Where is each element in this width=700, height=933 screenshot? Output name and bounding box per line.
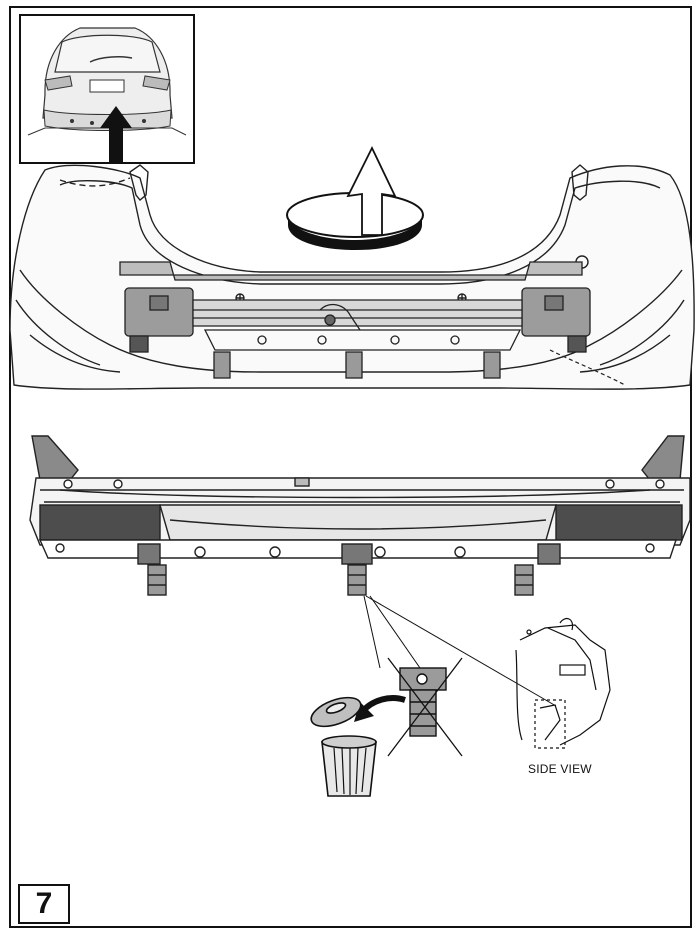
inset-car-rear-view bbox=[21, 16, 193, 163]
page-frame bbox=[9, 6, 692, 928]
removed-bracket-detail bbox=[387, 657, 463, 757]
inset-frame bbox=[19, 14, 195, 164]
detail-callout-lines bbox=[363, 595, 557, 707]
side-view-detail bbox=[515, 617, 611, 749]
step-number: 7 bbox=[18, 884, 70, 924]
wire-harness bbox=[549, 349, 626, 386]
rotate-arrow-icon bbox=[286, 145, 424, 250]
discard-arrow-icon bbox=[359, 695, 406, 715]
reinforcement-beam-on-cover bbox=[119, 261, 591, 379]
bumper-reinforcement-beam bbox=[29, 435, 691, 596]
cross-out-icon bbox=[387, 657, 463, 757]
trash-can-icon bbox=[310, 696, 377, 797]
pointer-arrow-icon bbox=[100, 106, 132, 163]
side-view-label: SIDE VIEW bbox=[528, 762, 592, 776]
